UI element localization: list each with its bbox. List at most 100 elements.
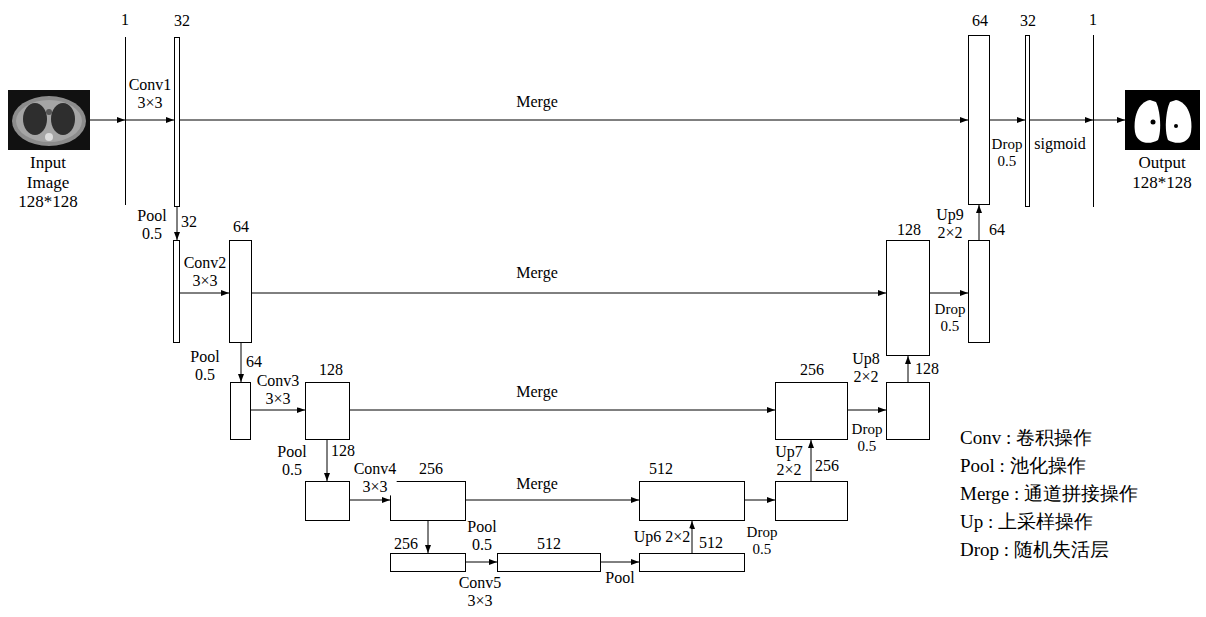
operation-label: Drop 0.5 xyxy=(747,524,778,557)
channel-count: 32 xyxy=(1020,12,1036,30)
legend-entry: Pool : 池化操作 xyxy=(960,452,1138,480)
feature-map-box: 32 xyxy=(173,240,180,343)
operation-label: Up8 2×2 xyxy=(852,350,880,385)
operation-label: Conv2 3×3 xyxy=(184,254,227,289)
flow-arrow xyxy=(1030,120,1093,121)
operation-label: Pool 0.5 xyxy=(137,207,166,242)
flow-arrow xyxy=(350,410,775,411)
flow-arrow xyxy=(90,120,125,121)
output-mask-image xyxy=(1125,90,1200,150)
flow-arrow xyxy=(177,207,178,240)
flow-arrow xyxy=(811,440,812,481)
operation-label: Merge xyxy=(516,264,557,282)
flow-arrow xyxy=(428,521,429,553)
legend-entry: Drop : 随机失活层 xyxy=(960,536,1138,564)
flow-arrow xyxy=(466,500,639,501)
operation-label: Up6 2×2 xyxy=(634,528,691,546)
channel-count: 512 xyxy=(699,534,723,552)
channel-count: 256 xyxy=(419,460,443,478)
flow-arrow xyxy=(908,356,909,382)
flow-arrow xyxy=(466,562,497,563)
flow-arrow xyxy=(1094,120,1125,121)
feature-map-box: 256 xyxy=(390,553,466,572)
channel-count: 1 xyxy=(121,11,129,29)
image-caption: Output 128*128 xyxy=(1126,153,1198,192)
operation-label: sigmoid xyxy=(1034,135,1086,153)
channel-count: 32 xyxy=(181,213,197,231)
operation-label: Conv3 3×3 xyxy=(257,372,300,407)
feature-map-box: 32 xyxy=(174,37,180,207)
feature-map-box: 32 xyxy=(1025,35,1030,207)
flow-arrow xyxy=(745,500,775,501)
operation-label: Drop 0.5 xyxy=(852,421,883,454)
channel-count: 128 xyxy=(915,360,939,378)
feature-map-box: 128 xyxy=(886,382,930,440)
flow-arrow xyxy=(848,410,886,411)
feature-map-box: 64 xyxy=(968,240,990,343)
feature-map-box: 512 xyxy=(497,553,601,572)
operation-label: Conv4 3×3 xyxy=(354,460,397,495)
feature-map-box: 128 xyxy=(305,382,350,440)
operation-label: Pool 0.5 xyxy=(277,443,306,478)
channel-count: 512 xyxy=(537,535,561,553)
channel-count: 32 xyxy=(174,12,190,30)
operation-label: Drop 0.5 xyxy=(992,136,1023,169)
channel-count: 64 xyxy=(246,353,262,371)
operation-label: Up9 2×2 xyxy=(936,206,964,241)
feature-map-box: 128 xyxy=(305,481,350,521)
operation-label: Pool 0.5 xyxy=(190,348,219,383)
operation-label: Conv1 3×3 xyxy=(129,76,172,111)
feature-map-box: 64 xyxy=(230,382,251,440)
feature-map-box: 64 xyxy=(229,240,252,343)
channel-count: 256 xyxy=(394,535,418,553)
operation-label: Pool xyxy=(605,569,634,587)
channel-count: 1 xyxy=(1089,11,1097,29)
operation-label: Up7 2×2 xyxy=(775,443,803,478)
input-ct-image xyxy=(8,90,90,150)
operation-label: Merge xyxy=(516,383,557,401)
feature-map-box: 512 xyxy=(639,553,745,572)
flow-arrow xyxy=(979,205,980,240)
flow-arrow xyxy=(252,293,886,294)
flow-arrow xyxy=(241,343,242,382)
legend-entry: Conv : 卷积操作 xyxy=(960,424,1138,452)
channel-count: 256 xyxy=(800,361,824,379)
operation-label: Conv5 3×3 xyxy=(459,574,502,609)
operation-label: Merge xyxy=(516,93,557,111)
channel-count: 128 xyxy=(331,442,355,460)
flow-arrow xyxy=(930,293,968,294)
flow-arrow xyxy=(180,120,968,121)
channel-line: 1 xyxy=(1093,35,1094,207)
legend-entry: Merge : 通道拼接操作 xyxy=(960,480,1138,508)
channel-count: 64 xyxy=(972,12,988,30)
channel-count: 512 xyxy=(649,460,673,478)
flow-arrow xyxy=(251,410,305,411)
flow-arrow xyxy=(990,120,1025,121)
feature-map-box: 64 xyxy=(968,35,990,205)
feature-map-box: 256 xyxy=(390,481,466,521)
feature-map-box: 256 xyxy=(775,382,848,440)
channel-count: 64 xyxy=(989,221,1005,239)
operation-label: Pool 0.5 xyxy=(467,518,496,553)
channel-count: 128 xyxy=(897,221,921,239)
flow-arrow xyxy=(180,293,229,294)
legend: Conv : 卷积操作Pool : 池化操作Merge : 通道拼接操作Up :… xyxy=(960,424,1138,564)
operation-label: Merge xyxy=(516,475,557,493)
feature-map-box: 256 xyxy=(775,481,848,521)
channel-count: 64 xyxy=(233,218,249,236)
feature-map-box: 512 xyxy=(639,481,745,521)
channel-line: 1 xyxy=(125,37,126,205)
flow-arrow xyxy=(350,500,390,501)
image-node: Input Image 128*128 xyxy=(8,90,90,150)
flow-arrow xyxy=(126,120,174,121)
operation-label: Drop 0.5 xyxy=(935,301,966,334)
channel-count: 128 xyxy=(319,361,343,379)
image-node: Output 128*128 xyxy=(1125,90,1200,150)
feature-map-box: 128 xyxy=(886,240,930,356)
image-caption: Input Image 128*128 xyxy=(12,153,84,212)
channel-count: 256 xyxy=(815,457,839,475)
flow-arrow xyxy=(692,521,693,553)
legend-entry: Up : 上采样操作 xyxy=(960,508,1138,536)
flow-arrow xyxy=(327,440,328,481)
flow-arrow xyxy=(601,562,639,563)
